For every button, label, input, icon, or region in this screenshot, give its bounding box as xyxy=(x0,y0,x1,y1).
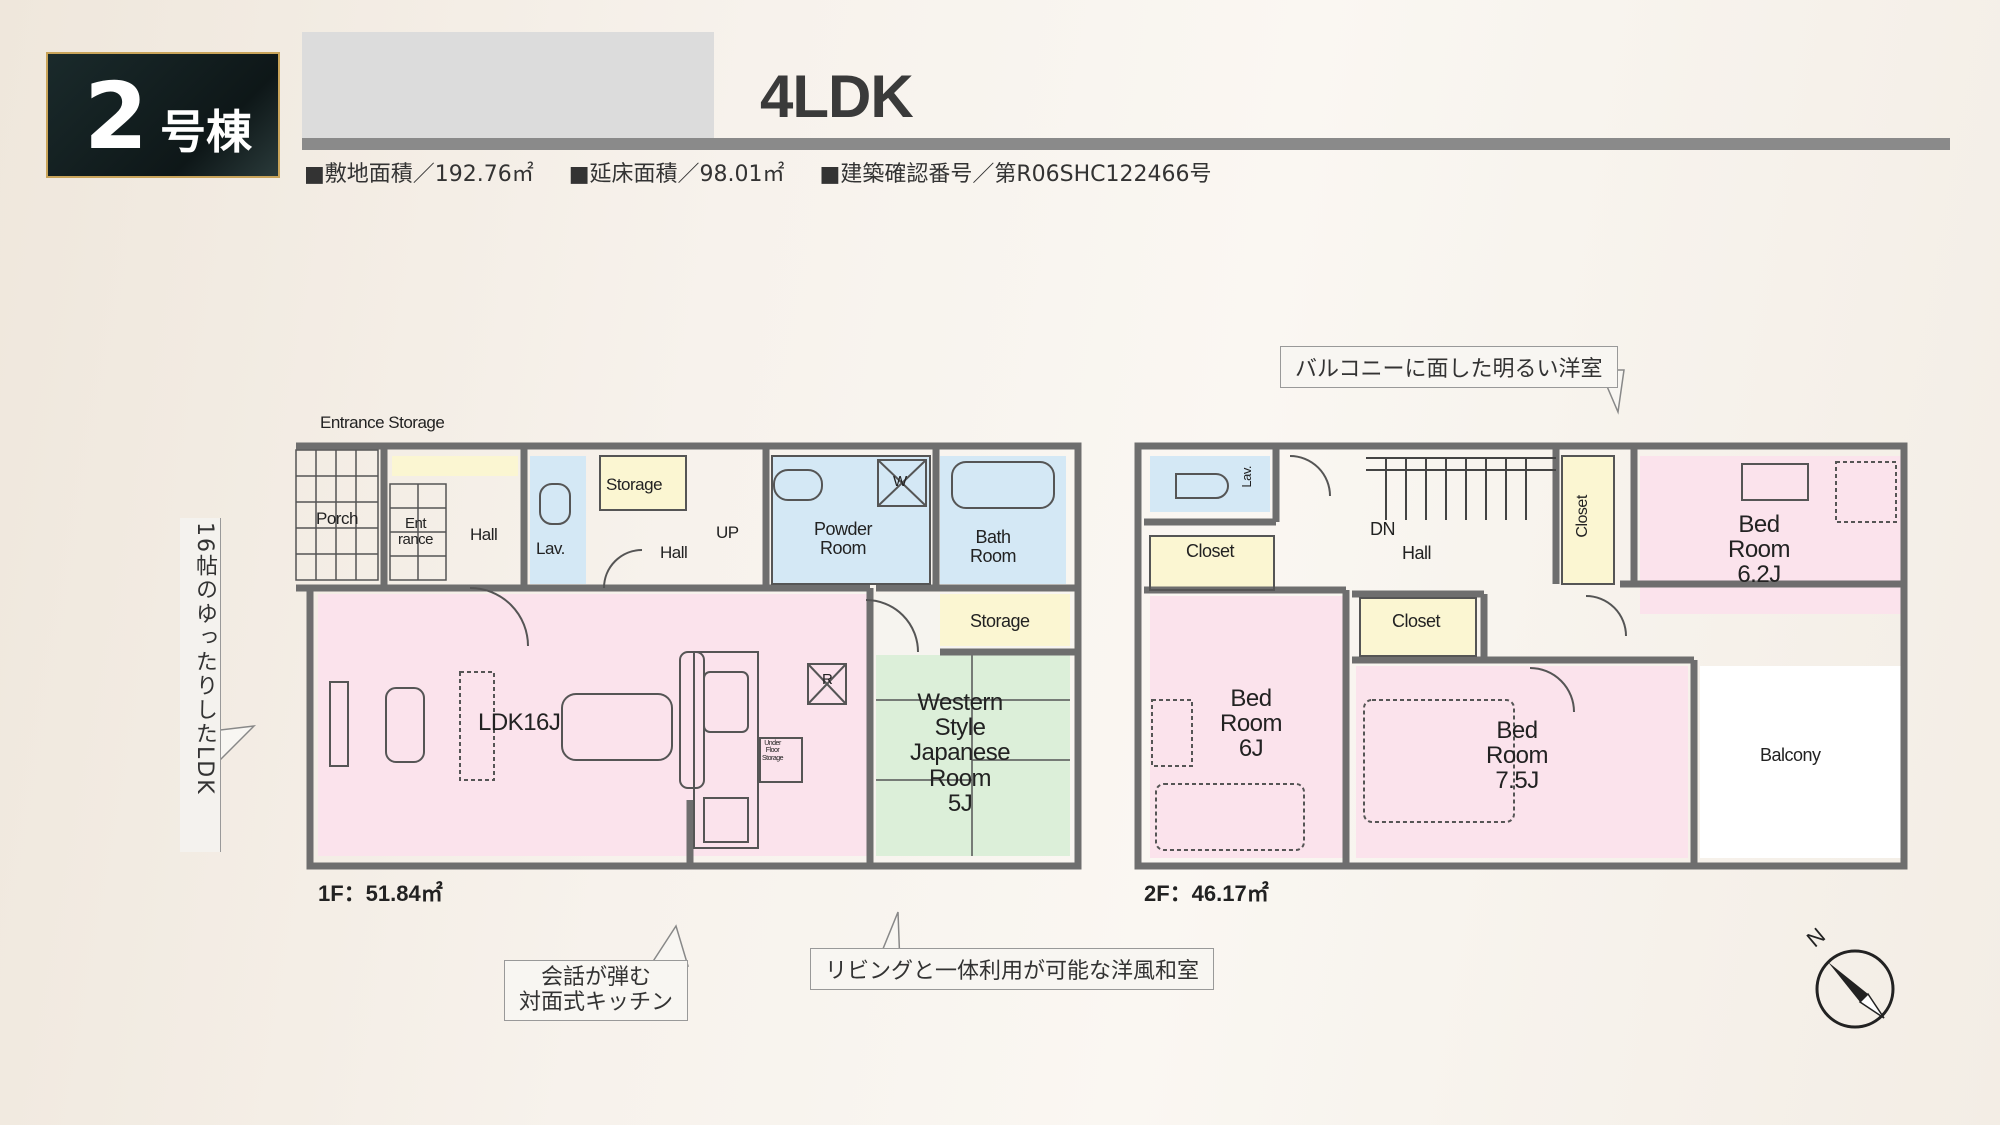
room-r: R xyxy=(822,671,833,688)
callout-japanese-room: リビングと一体利用が可能な洋風和室 xyxy=(810,948,1215,990)
room-powder: Powder Room xyxy=(814,519,873,558)
room-hall-b: Hall xyxy=(660,543,688,562)
room-ldk: LDK16J xyxy=(478,709,561,736)
room2-hall: Hall xyxy=(1402,543,1432,563)
room-porch: Porch xyxy=(316,509,358,528)
floor2-plan xyxy=(1134,442,1908,870)
room2-lav: Lav. xyxy=(1238,466,1254,488)
callout-ldk: 16帖のゆったりしたLDK xyxy=(180,518,221,852)
floor-area: ■延床面積／98.01㎡ xyxy=(568,162,785,187)
floor2-label: 2F：46.17㎡ xyxy=(1144,881,1269,906)
room-bath: Bath Room xyxy=(970,527,1017,566)
floor1-plan xyxy=(295,442,1082,870)
callout-kitchen: 会話が弾む 対面式キッチン xyxy=(504,960,689,1021)
callout-balcony-room: バルコニーに面した明るい洋室 xyxy=(1280,346,1618,388)
badge-suffix: 号棟 xyxy=(160,105,252,159)
badge-number: 2 xyxy=(84,63,149,170)
room2-closet-c: Closet xyxy=(1573,495,1591,538)
room-lav: Lav. xyxy=(536,539,565,558)
room2-bed2: Bed Room 6J xyxy=(1220,685,1283,763)
confirmation-number: ■建築確認番号／第R06SHC122466号 xyxy=(819,162,1212,187)
room-entrance: Ent rance xyxy=(398,515,434,548)
room-up: UP xyxy=(716,523,739,542)
room-under-floor-storage: Under Floor Storage xyxy=(762,740,784,762)
room2-balcony: Balcony xyxy=(1760,745,1821,765)
room2-closet-a: Closet xyxy=(1186,541,1235,561)
room2-bed1: Bed Room 6.2J xyxy=(1728,511,1791,589)
compass-icon xyxy=(1815,949,1895,1029)
room-storage-b: Storage xyxy=(970,611,1030,631)
room-w: W xyxy=(893,473,907,490)
title-rule xyxy=(302,138,1950,150)
room-hall-a: Hall xyxy=(470,525,498,544)
plan-title: 4LDK xyxy=(760,63,914,130)
room-entrance-storage: Entrance Storage xyxy=(320,413,445,432)
room-japanese: Western Style Japanese Room 5J xyxy=(910,689,1011,817)
site-area: ■敷地面積／192.76㎡ xyxy=(304,162,534,187)
header-placeholder xyxy=(302,32,714,138)
floor1-label: 1F：51.84㎡ xyxy=(318,881,443,906)
room2-bed3: Bed Room 7.5J xyxy=(1486,717,1549,795)
room2-closet-b: Closet xyxy=(1392,611,1441,631)
property-info: ■敷地面積／192.76㎡ ■延床面積／98.01㎡ ■建築確認番号／第R06S… xyxy=(304,156,1239,188)
room2-dn: DN xyxy=(1370,519,1396,539)
room-storage-a: Storage xyxy=(606,475,663,494)
building-badge: 2 号棟 xyxy=(46,52,280,178)
